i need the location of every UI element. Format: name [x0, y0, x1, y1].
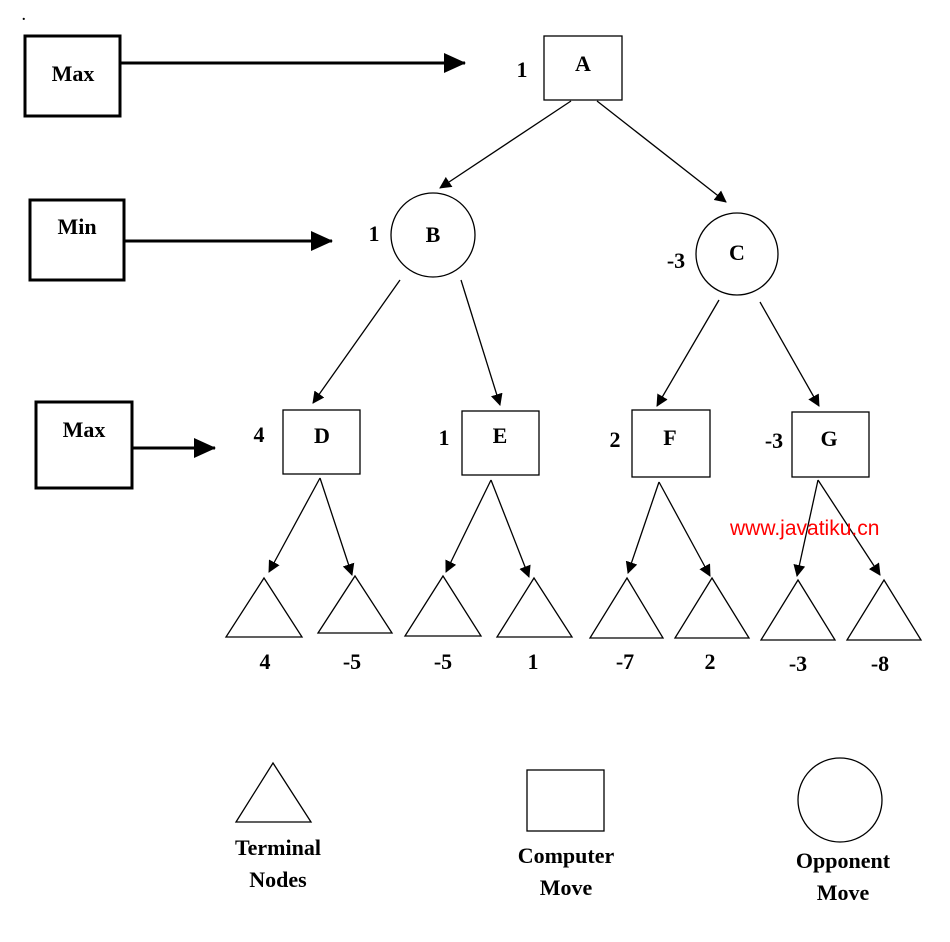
edge-b-d	[312, 279, 401, 404]
node-g-label: G	[820, 426, 837, 451]
terminal-triangle-7	[759, 578, 837, 641]
terminal-triangle-2	[316, 574, 394, 634]
node-f-label: F	[663, 425, 676, 450]
node-g-value: -3	[765, 428, 783, 453]
legend-terminal-text-line2: Nodes	[249, 867, 307, 892]
node-d-label: D	[314, 423, 330, 448]
edge-g-t8	[817, 479, 881, 576]
node-g-box	[791, 411, 870, 478]
edge-e-t4	[490, 479, 531, 578]
node-b-label: B	[426, 222, 441, 247]
node-d-box	[282, 409, 361, 475]
node-e-value: 1	[439, 425, 450, 450]
edge-f-t6	[658, 481, 711, 577]
terminal-triangle-5	[588, 576, 665, 639]
edge-d-t1	[268, 477, 321, 573]
terminal-value-4: 1	[528, 649, 539, 674]
terminal-triangle-1	[224, 576, 304, 638]
edge-c-f	[656, 299, 720, 407]
level-box-max-top	[23, 34, 122, 118]
terminal-value-1: 4	[260, 649, 271, 674]
node-d-value: 4	[254, 422, 265, 447]
legend-computer-text-line1: Computer	[518, 843, 615, 868]
corner-mark: .	[22, 9, 26, 24]
node-e-box	[461, 410, 540, 476]
terminal-value-2: -5	[343, 649, 361, 674]
level-label-max-bottom: Max	[63, 417, 106, 442]
node-c-value: -3	[667, 248, 685, 273]
node-a-box	[543, 35, 623, 101]
terminal-value-3: -5	[434, 649, 452, 674]
edge-a-c	[596, 100, 727, 203]
legend-computer-square-icon	[526, 769, 605, 832]
edge-d-t2	[319, 477, 355, 576]
watermark-text: www.javatiku.cn	[729, 517, 879, 540]
terminal-triangle-8	[845, 578, 923, 641]
level-label-min: Min	[57, 214, 96, 239]
terminal-triangle-4	[495, 576, 574, 638]
edge-e-t3	[445, 479, 492, 573]
edge-a-b	[439, 100, 572, 189]
legend-opponent-circle-icon	[797, 757, 883, 843]
edge-b-e	[460, 279, 503, 406]
terminal-value-5: -7	[616, 649, 634, 674]
level-box-min	[28, 198, 126, 282]
node-b-circle	[390, 192, 476, 278]
edge-f-t5	[625, 481, 660, 574]
edge-c-g	[759, 301, 820, 407]
node-a-value: 1	[517, 57, 528, 82]
terminal-value-6: 2	[705, 649, 716, 674]
terminal-triangle-3	[403, 574, 483, 637]
legend-terminal-triangle-icon	[234, 761, 313, 823]
level-box-max-bottom	[34, 400, 134, 490]
node-b-value: 1	[369, 221, 380, 246]
terminal-triangle-6	[673, 576, 751, 639]
terminal-value-8: -8	[871, 651, 889, 676]
node-c-circle	[695, 212, 779, 296]
terminal-value-7: -3	[789, 651, 807, 676]
legend-computer-text-line2: Move	[540, 875, 593, 900]
legend-terminal-text-line1: Terminal	[235, 835, 321, 860]
edge-g-t7	[793, 479, 819, 577]
level-label-max-top: Max	[52, 61, 95, 86]
legend-opponent-text-line1: Opponent	[796, 848, 891, 873]
node-a-label: A	[575, 51, 591, 76]
node-c-label: C	[729, 240, 745, 265]
node-f-box	[631, 409, 711, 478]
node-f-value: 2	[610, 427, 621, 452]
node-e-label: E	[493, 423, 508, 448]
legend-opponent-text-line2: Move	[817, 880, 870, 905]
